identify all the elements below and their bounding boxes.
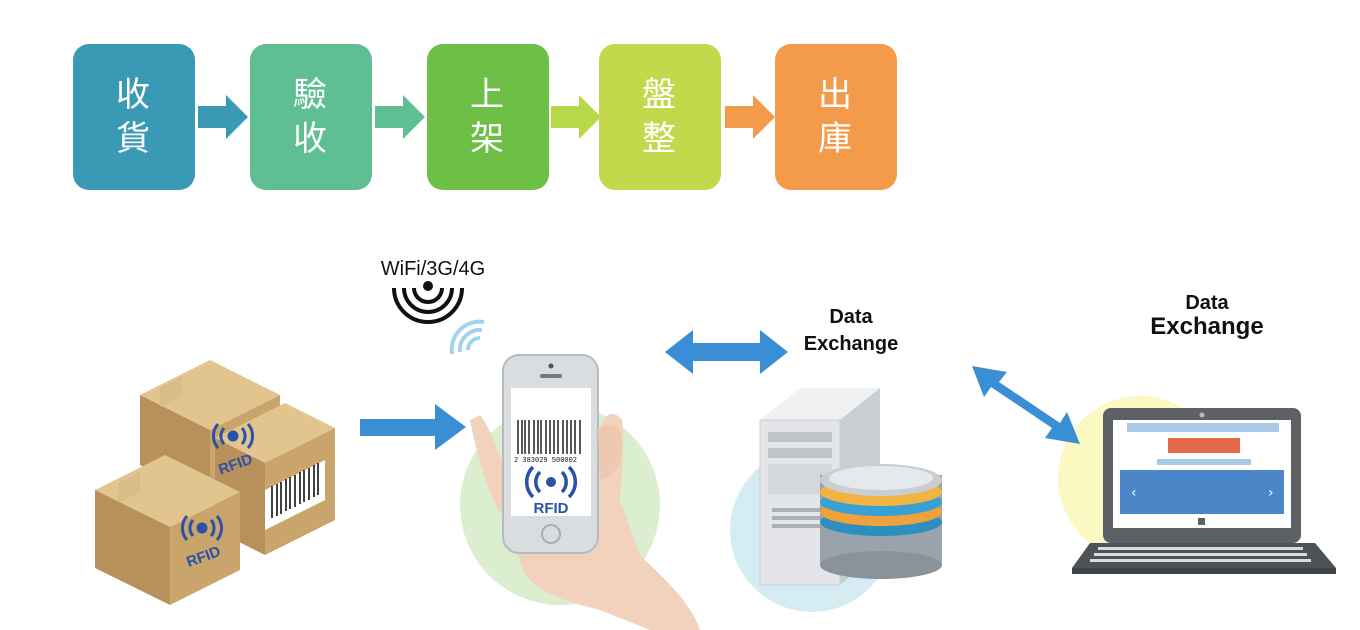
flow-arrow-icon — [725, 95, 775, 139]
step-shipping-char2: 庫 — [818, 119, 854, 159]
step-inspection-char1: 驗 — [293, 75, 329, 115]
rfid-mark-icon — [211, 423, 255, 449]
step-shelving: 上 架 — [427, 44, 549, 190]
step-receiving: 收 貨 — [73, 44, 195, 190]
step-stocktake-char1: 盤 — [642, 75, 678, 115]
rfid-box-icon — [95, 360, 335, 605]
step-receiving-char1: 收 — [116, 75, 152, 115]
flow-arrow-icon — [375, 95, 425, 139]
svg-text:›: › — [1268, 485, 1274, 501]
phone-signal-icon — [449, 319, 485, 355]
step-shipping-char1: 出 — [818, 75, 854, 115]
step-receiving-char2: 貨 — [116, 119, 152, 159]
exchange-label-2-line1: Data — [1185, 292, 1229, 314]
step-inspection-char2: 收 — [293, 119, 329, 159]
network-label: WiFi/3G/4G — [381, 258, 485, 280]
database-icon — [820, 464, 942, 579]
svg-text:‹: ‹ — [1131, 485, 1137, 501]
smartphone-icon: 2 383029 500002 RFID — [502, 354, 599, 554]
thumb-icon — [598, 425, 623, 480]
step-stocktake-char2: 整 — [642, 119, 678, 159]
step-shipping: 出 庫 — [775, 44, 897, 190]
double-arrow-icon — [972, 366, 1080, 444]
rfid-mark-icon — [525, 465, 577, 499]
flow-arrow-icon — [198, 95, 248, 139]
step-stocktake: 盤 整 — [599, 44, 721, 190]
step-inspection: 驗 收 — [250, 44, 372, 190]
step-shelving-char2: 架 — [470, 119, 506, 159]
rfid-mark-icon — [180, 515, 224, 541]
phone-rfid-label: RFID — [534, 500, 569, 517]
arrow-right-icon — [360, 404, 466, 450]
exchange-label-1-line1: Data — [829, 306, 873, 328]
barcode-number: 2 383029 500002 — [514, 457, 577, 465]
wifi-signal-icon — [392, 281, 464, 324]
double-arrow-icon — [665, 330, 788, 374]
step-shelving-char1: 上 — [470, 75, 506, 115]
exchange-label-2-line2: Exchange — [1150, 313, 1263, 340]
flow-arrow-icon — [551, 95, 601, 139]
laptop-icon: ‹ › — [1072, 408, 1336, 574]
exchange-label-1-line2: Exchange — [804, 333, 898, 355]
